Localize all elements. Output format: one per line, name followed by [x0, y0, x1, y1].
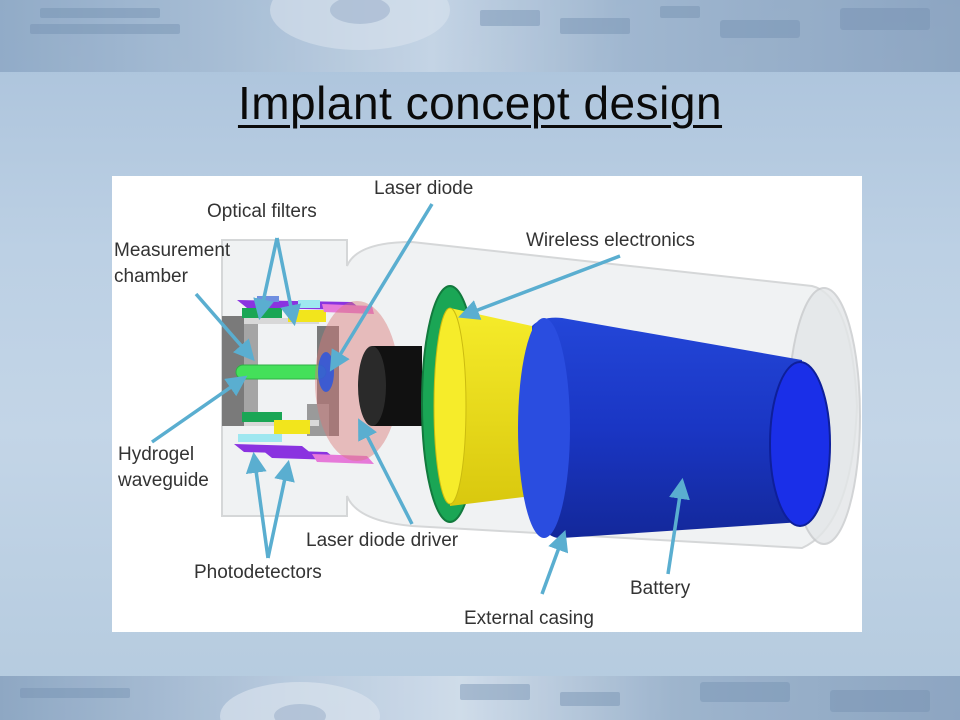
hydrogel-waveguide — [235, 364, 327, 380]
implant-diagram: Laser diode Optical filters Wireless ele… — [114, 178, 861, 629]
black-connector-cylinder — [358, 346, 422, 426]
laser-diode — [318, 352, 334, 392]
label-laser-diode: Laser diode — [374, 178, 473, 199]
label-wireless-electronics: Wireless electronics — [526, 230, 695, 251]
label-photodetectors: Photodetectors — [194, 562, 322, 583]
label-laser-diode-driver: Laser diode driver — [306, 530, 459, 551]
label-hydrogel-line2: waveguide — [117, 470, 209, 491]
battery — [518, 317, 831, 539]
label-hydrogel-line1: Hydrogel — [118, 444, 194, 465]
diagram-panel: Laser diode Optical filters Wireless ele… — [112, 176, 862, 632]
label-external-casing: External casing — [464, 608, 594, 629]
top-decorative-band — [0, 0, 960, 72]
slide-title: Implant concept design — [237, 77, 723, 129]
label-battery: Battery — [630, 578, 691, 599]
label-measurement-line1: Measurement — [114, 240, 231, 261]
callout-arrows — [151, 203, 690, 595]
bottom-detector-stack — [234, 412, 374, 464]
label-measurement-line2: chamber — [114, 266, 189, 287]
bottom-decorative-band — [0, 676, 960, 720]
electronics-cylinder — [433, 307, 532, 506]
label-optical-filters: Optical filters — [207, 201, 317, 222]
